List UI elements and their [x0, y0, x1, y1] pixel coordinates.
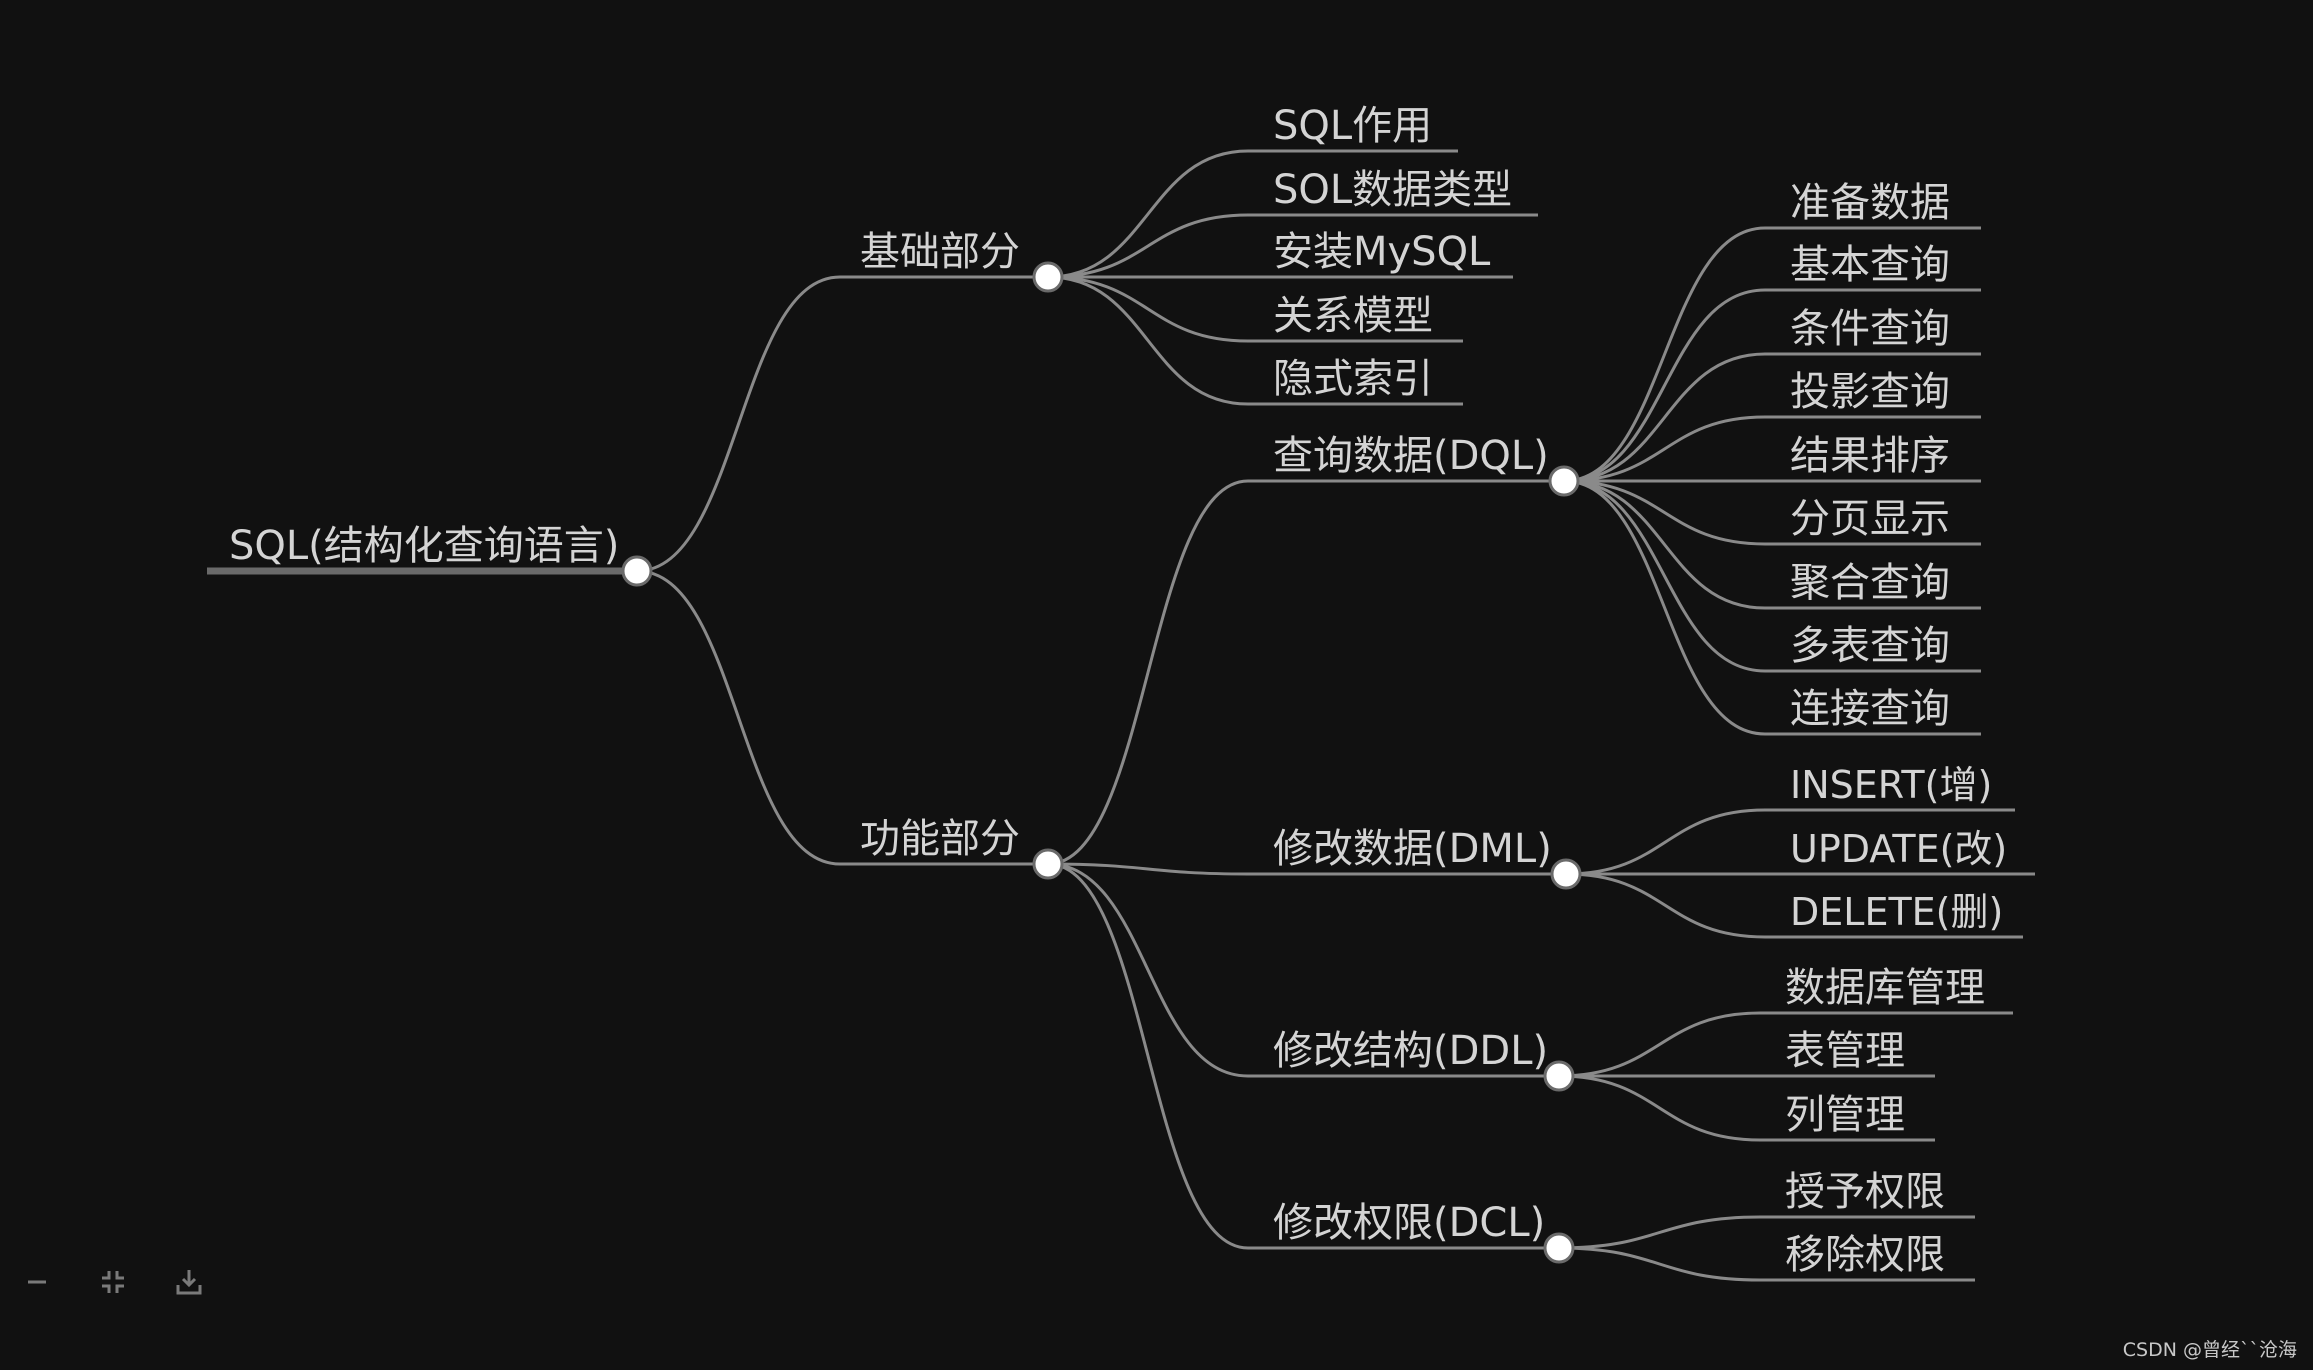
mindmap-node-q3[interactable]: 条件查询 — [1790, 306, 1950, 352]
mindmap-node-ddl[interactable]: 修改结构(DDL) — [1273, 1028, 1548, 1074]
mindmap-link-func — [636, 569, 841, 866]
mindmap-link-q7 — [1563, 479, 1766, 610]
download-icon — [176, 1270, 202, 1295]
mindmap-node-dcl[interactable]: 修改权限(DCL) — [1273, 1200, 1545, 1246]
mindmap-link-q6 — [1563, 479, 1766, 546]
mindmap-node-b2[interactable]: SOL数据类型 — [1273, 167, 1512, 213]
mindmap-link-c1 — [1558, 1215, 1761, 1250]
mindmap-link-b5 — [1047, 275, 1249, 406]
mindmap-node-b4[interactable]: 关系模型 — [1273, 293, 1433, 339]
mindmap-node-basic[interactable]: 基础部分 — [860, 229, 1020, 275]
mindmap-link-b2 — [1047, 213, 1249, 279]
fit-view-button[interactable] — [96, 1265, 130, 1299]
mindmap-node-b1[interactable]: SQL作用 — [1273, 103, 1432, 149]
mindmap-link-d1 — [1558, 1011, 1761, 1078]
mindmap-link-d3 — [1558, 1074, 1761, 1142]
mindmap-link-dql — [1047, 479, 1249, 866]
mindmap-node-m3[interactable]: DELETE(删) — [1790, 890, 2003, 934]
csdn-watermark: CSDN @曾经``沧海 — [2122, 1339, 2297, 1361]
mindmap-link-q2 — [1563, 288, 1766, 483]
mindmap-link-q3 — [1563, 352, 1766, 483]
mindmap-link-basic — [636, 275, 841, 573]
mindmap-link-q1 — [1563, 226, 1766, 483]
collapse-icon — [102, 1271, 124, 1293]
mindmap-toolbar — [20, 1265, 206, 1299]
mindmap-link-q4 — [1563, 415, 1766, 483]
mindmap-link-m3 — [1565, 872, 1766, 939]
mindmap-node-b5[interactable]: 隐式索引 — [1273, 356, 1433, 402]
mindmap-node-b3[interactable]: 安装MySQL — [1273, 229, 1491, 275]
minus-icon — [28, 1280, 46, 1284]
mindmap-toggle-dql[interactable] — [1548, 465, 1580, 497]
mindmap-link-b1 — [1047, 149, 1249, 279]
mindmap-link-q9 — [1563, 479, 1766, 736]
download-button[interactable] — [172, 1265, 206, 1299]
mindmap-node-d2[interactable]: 表管理 — [1785, 1028, 1905, 1074]
mindmap-toggle-func[interactable] — [1032, 848, 1064, 880]
mindmap-toggle-basic[interactable] — [1032, 261, 1064, 293]
mindmap-toggle-ddl[interactable] — [1543, 1060, 1575, 1092]
mindmap-link-dcl — [1047, 862, 1249, 1250]
mindmap-node-q5[interactable]: 结果排序 — [1790, 433, 1950, 479]
mindmap-node-q1[interactable]: 准备数据 — [1790, 180, 1950, 226]
mindmap-node-dql[interactable]: 查询数据(DQL) — [1273, 433, 1549, 479]
mindmap-link-ddl — [1047, 862, 1249, 1078]
mindmap-node-d1[interactable]: 数据库管理 — [1785, 965, 1985, 1011]
mindmap-toggle-dcl[interactable] — [1543, 1232, 1575, 1264]
mindmap-node-q9[interactable]: 连接查询 — [1790, 686, 1950, 732]
mindmap-node-c2[interactable]: 移除权限 — [1785, 1232, 1945, 1278]
mindmap-link-b4 — [1047, 275, 1249, 343]
mindmap-toggle-root[interactable] — [621, 555, 653, 587]
mindmap-link-dml — [1047, 862, 1249, 876]
mindmap-node-m2[interactable]: UPDATE(改) — [1790, 827, 2007, 871]
mindmap-link-m1 — [1565, 808, 1766, 876]
mindmap-node-m1[interactable]: INSERT(增) — [1790, 763, 1992, 807]
mindmap-node-q4[interactable]: 投影查询 — [1790, 369, 1950, 415]
mindmap-node-func[interactable]: 功能部分 — [860, 816, 1020, 862]
mindmap-node-q2[interactable]: 基本查询 — [1790, 242, 1950, 288]
mindmap-node-root[interactable]: SQL(结构化查询语言) — [229, 523, 619, 569]
mindmap-link-q8 — [1563, 479, 1766, 673]
mindmap-toggle-dml[interactable] — [1550, 858, 1582, 890]
mindmap-node-q8[interactable]: 多表查询 — [1790, 623, 1950, 669]
mindmap-node-q7[interactable]: 聚合查询 — [1790, 560, 1950, 606]
mindmap-node-d3[interactable]: 列管理 — [1785, 1092, 1905, 1138]
mindmap-node-q6[interactable]: 分页显示 — [1790, 496, 1950, 542]
mindmap-link-c2 — [1558, 1246, 1761, 1282]
zoom-out-button[interactable] — [20, 1265, 54, 1299]
mindmap-node-c1[interactable]: 授予权限 — [1785, 1169, 1945, 1215]
mindmap-node-dml[interactable]: 修改数据(DML) — [1273, 826, 1552, 872]
